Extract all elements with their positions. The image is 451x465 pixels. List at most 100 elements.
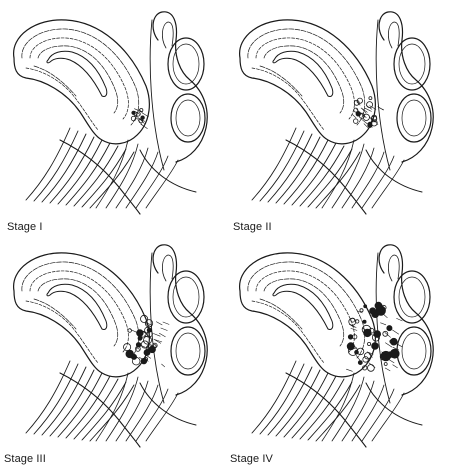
lesion-hatch — [163, 322, 169, 324]
lesion-nodule — [353, 119, 358, 124]
pelvic-fascia-strand — [42, 134, 86, 202]
uterus-outline — [240, 253, 376, 377]
lesion-nodule — [141, 315, 148, 322]
stage-4-panel: Stage IV — [226, 233, 451, 465]
rectum-wall-inner — [162, 255, 173, 281]
pelvic-floor-strand — [136, 389, 168, 441]
anatomy-group — [240, 245, 434, 447]
lesion-hatch — [161, 328, 168, 331]
lesion-hatch — [352, 115, 356, 118]
stage-1-panel: Stage I — [0, 0, 225, 232]
bowel-loop-lower-inner — [176, 333, 200, 369]
lesion-nodule — [364, 305, 367, 308]
uterus-layer — [26, 301, 98, 363]
peritoneum-line — [150, 20, 164, 170]
pelvic-fascia-strand — [58, 373, 102, 437]
anatomy-group — [14, 12, 208, 214]
lesion-hatch — [162, 364, 165, 367]
uterus-layer — [264, 279, 344, 346]
rectum-wall-inner — [162, 22, 173, 48]
lesion-hatch — [153, 334, 160, 337]
lesion-nodule — [348, 335, 353, 340]
pelvic-floor-strand — [136, 156, 168, 208]
vaginal-wall — [60, 373, 140, 447]
lesion-nodule — [372, 343, 379, 350]
uterus-layer — [26, 68, 98, 130]
bowel-loop-upper-inner — [173, 44, 199, 84]
lesion-hatch — [356, 355, 360, 360]
bowel-loop-upper — [394, 38, 430, 90]
lesion-nodule — [384, 363, 387, 366]
pelvic-fascia-strand — [42, 367, 86, 435]
lesion-nodule — [383, 331, 388, 336]
uterus-layer — [38, 279, 118, 346]
lesion-hatch — [395, 343, 402, 347]
pelvic-floor-strand — [362, 389, 394, 441]
lesion-nodule — [356, 112, 361, 117]
pelvic-fascia-strand — [268, 367, 312, 435]
stage-3-panel: Stage III — [0, 233, 225, 465]
lesion-nodule — [147, 328, 151, 332]
lesion-nodule — [370, 308, 376, 314]
lesion-hatch — [381, 323, 386, 325]
bowel-loop-upper-inner — [399, 277, 425, 317]
lesion-nodule — [128, 329, 132, 333]
pelvic-fascia-strand — [58, 140, 102, 204]
pelvic-fascia-strand — [284, 140, 328, 204]
lesion-nodule — [347, 343, 354, 350]
uterus-outline — [14, 20, 150, 144]
bowel-loop-upper — [168, 38, 204, 90]
lesion-nodule — [387, 326, 392, 331]
stage-2-label: Stage II — [233, 221, 272, 233]
lesion-hatch — [385, 368, 390, 371]
pelvic-fascia-strand — [284, 373, 328, 437]
stage-3-label: Stage III — [4, 453, 46, 465]
pelvic-fascia-strand — [26, 361, 70, 433]
peritoneum-line — [376, 20, 390, 170]
stage-4-label: Stage IV — [230, 453, 273, 465]
lesion-nodule — [360, 309, 363, 312]
pelvic-fascia-strand — [26, 128, 70, 200]
vaginal-wall — [286, 373, 366, 447]
uterus-layer — [248, 29, 365, 125]
lesion-nodule — [375, 302, 382, 309]
lesion-nodule — [141, 358, 147, 364]
lesion-hatch — [346, 369, 352, 371]
lesion-nodule — [390, 338, 397, 345]
bowel-loop-lower-inner — [402, 333, 426, 369]
lesion-nodule — [144, 350, 150, 356]
vaginal-wall — [60, 140, 140, 214]
bowel-loop-upper — [394, 271, 430, 323]
lesion-nodule — [363, 357, 369, 363]
lesion-hatch — [365, 108, 371, 111]
stage-2-illustration — [226, 0, 451, 232]
lesion-nodule — [358, 361, 362, 365]
pelvic-floor-strand — [362, 156, 394, 208]
stage-1-illustration — [0, 0, 225, 232]
rectum-wall-inner — [388, 22, 399, 48]
pelvic-fascia-strand — [260, 364, 304, 434]
uterus-layer — [22, 262, 139, 358]
lesion-nodule — [369, 97, 372, 100]
rectum-wall-inner — [388, 255, 399, 281]
pelvic-fascia-strand — [252, 128, 296, 200]
lesion-hatch — [393, 365, 398, 368]
uterus-layer — [22, 29, 139, 125]
bowel-loop-lower-inner — [176, 100, 200, 136]
stage-4-illustration — [226, 233, 451, 465]
pelvic-fascia-strand — [260, 131, 304, 201]
uterus-layer — [252, 68, 324, 130]
pelvic-fascia-strand — [252, 361, 296, 433]
lesion-nodule — [144, 336, 152, 344]
lesion-hatch — [156, 322, 162, 325]
lesion-hatch — [369, 363, 375, 368]
uterus-outline — [240, 20, 376, 144]
peritoneum-line — [150, 253, 164, 403]
lesion-nodule — [363, 320, 366, 323]
lesion-nodule — [137, 330, 144, 337]
anatomy-group — [240, 12, 434, 214]
lesion-nodule — [368, 365, 375, 372]
uterus-layer — [252, 301, 324, 363]
bowel-loop-upper — [168, 271, 204, 323]
bowel-loop-upper-inner — [399, 44, 425, 84]
